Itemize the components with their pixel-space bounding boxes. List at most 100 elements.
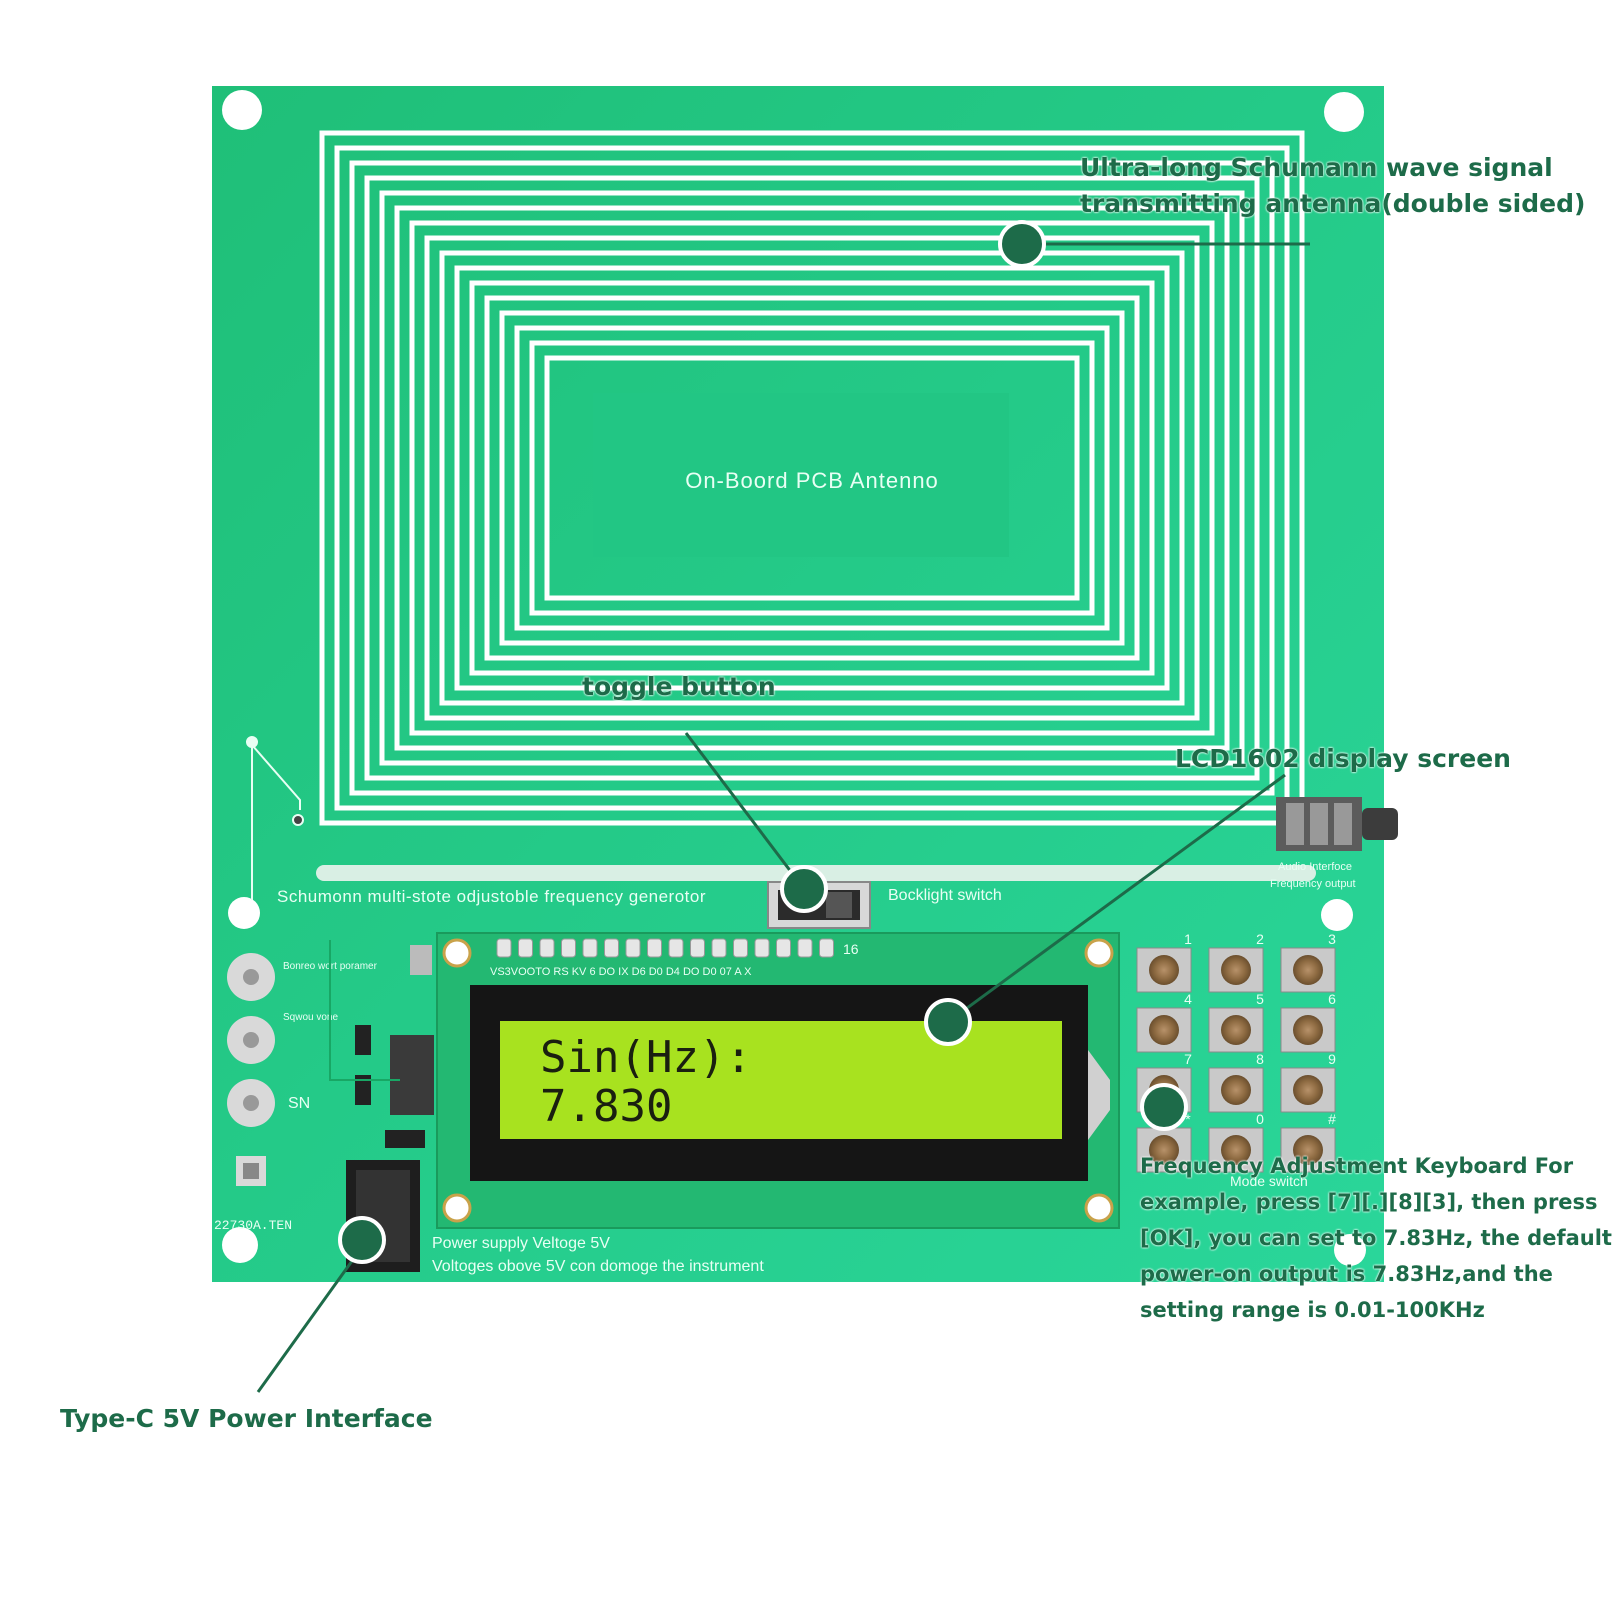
lcd-header-pin [690,938,705,958]
pin-header-number: 16 [843,941,859,957]
lcd-line-2: 7.830 [540,1081,672,1132]
keypad-button[interactable]: 2 [1208,931,1264,993]
keypad-number-label: 4 [1184,991,1192,1007]
mode-switch-label: Mode switch [1230,1173,1308,1189]
callout-power: Type-C 5V Power Interface [60,1401,433,1437]
keypad-button[interactable]: 6 [1280,991,1336,1053]
callout-keyboard-line-1: Frequency Adjustment Keyboard For [1140,1154,1574,1178]
keypad-button[interactable]: * [1136,1111,1192,1173]
callout-lcd: LCD1602 display screen [1175,741,1511,777]
keypad-number-label: 3 [1328,931,1336,947]
lcd-header-pin [561,938,576,958]
side-label-3: SN [288,1095,310,1112]
lcd-header-pin [711,938,727,958]
keypad-button[interactable]: 9 [1280,1051,1336,1113]
callout-keyboard-line-3: [OK], you can set to 7.83Hz, the default [1140,1226,1612,1250]
lcd-header-pin [819,938,834,958]
keypad-number-label: * [1185,1111,1191,1127]
antenna-trace-loop [394,205,1230,751]
keypad-button[interactable]: 3 [1280,931,1336,993]
keypad-number-label: 1 [1184,931,1192,947]
antenna-trace-loop [319,130,1305,826]
lcd-header-pin [625,938,641,958]
keypad-button[interactable]: 4 [1136,991,1192,1053]
callout-antenna-line-1: Ultra-long Schumann wave signal [1080,153,1553,182]
antenna-trace-loop [514,325,1110,631]
callout-lcd-text: LCD1602 display screen [1175,744,1511,773]
power-label-1: Power supply Veltoge 5V [432,1235,610,1252]
antenna-trace-loop [484,295,1140,661]
antenna-trace-loop [439,250,1185,706]
lcd-header-pin [754,938,770,958]
callout-leaders [256,242,1310,1393]
mounting-hole [1324,92,1364,132]
keypad-number-label: 6 [1328,991,1336,1007]
part-number: 22730A.TEN [214,1218,292,1233]
audio-output-jack [1276,797,1398,851]
callout-marker-toggle [780,865,828,913]
pin-labels: VS3VOOTO RS KV 6 DO IX D6 D0 D4 DO D0 07… [490,966,752,978]
lcd-header-pin [582,938,598,958]
keypad-number-label: 8 [1256,1051,1264,1067]
lcd-line-1: Sin(Hz): [540,1032,752,1083]
feed-trace [246,736,304,900]
power-label-2: Voltoges obove 5V con domoge the instrum… [432,1258,764,1275]
callout-keyboard-line-4: power-on output is 7.83Hz,and the [1140,1262,1553,1286]
board-title: Schumonn multi-stote odjustoble frequenc… [277,887,706,906]
antenna-trace-loop [364,175,1260,781]
callout-toggle-text: toggle button [582,672,776,701]
keypad-number-label: 0 [1256,1111,1264,1127]
callout-toggle-button: toggle button [582,669,776,705]
callout-keyboard-line-2: example, press [7][.][8][3], then press [1140,1190,1598,1214]
antenna-trace-loop [544,355,1080,601]
keypad-button[interactable]: 0 [1208,1111,1264,1173]
mounting-hole [228,897,260,929]
antenna-trace-loop [424,235,1200,721]
mounting-hole [1334,1234,1366,1266]
keypad-number-label: 9 [1328,1051,1336,1067]
keypad-button[interactable]: 8 [1208,1051,1264,1113]
pcb-antenna-coil [319,130,1305,826]
antenna-trace-loop [409,220,1215,736]
smd-components [329,940,434,1148]
callout-marker-power [338,1216,386,1264]
callout-antenna: Ultra-long Schumann wave signal transmit… [1080,150,1585,222]
antenna-trace-loop [349,160,1275,796]
antenna-trace-loop [454,265,1170,691]
keypad-number-label: 2 [1256,931,1264,947]
callout-antenna-line-2: transmitting antenna(double sided) [1080,189,1586,218]
mounting-hole [222,90,262,130]
antenna-trace-loop [379,190,1245,766]
backlight-switch-label: Bocklight switch [888,887,1002,904]
lcd-header-pin [776,938,791,958]
side-label-2: Sqwou vone [283,1012,338,1023]
antenna-trace-loop [529,340,1095,616]
keypad-button[interactable]: # [1280,1111,1336,1173]
antenna-label: On-Boord PCB Antenno [685,468,939,493]
antenna-trace-loop [334,145,1290,811]
audio-label-1: Audio Interfoce [1278,861,1352,873]
callout-keyboard-line-5: setting range is 0.01-100KHz [1140,1298,1485,1322]
callout-marker-keypad [1140,1083,1188,1131]
callout-markers [338,220,1188,1264]
lcd-header-pin [518,938,533,958]
antenna-trace-loop [469,280,1155,676]
keypad-number-label: 5 [1256,991,1264,1007]
callout-power-text: Type-C 5V Power Interface [60,1404,433,1433]
lcd-header-pin [647,938,662,958]
audio-label-2: Frequency output [1270,878,1356,890]
callout-keyboard: Frequency Adjustment Keyboard For exampl… [1140,1148,1612,1328]
keypad-button[interactable]: 1 [1136,931,1192,993]
lcd-header-pin [496,938,512,958]
keypad-number-label: 7 [1184,1051,1192,1067]
lcd-header-pin [733,938,748,958]
mounting-hole [1321,899,1353,931]
antenna-trace-loop [499,310,1125,646]
lcd-header-pin [797,938,813,958]
mounting-hole [222,1227,258,1263]
keypad-number-label: # [1328,1111,1336,1127]
lcd-header-pin [539,938,555,958]
lcd-header-pin [604,938,619,958]
keypad-button[interactable]: 5 [1208,991,1264,1053]
